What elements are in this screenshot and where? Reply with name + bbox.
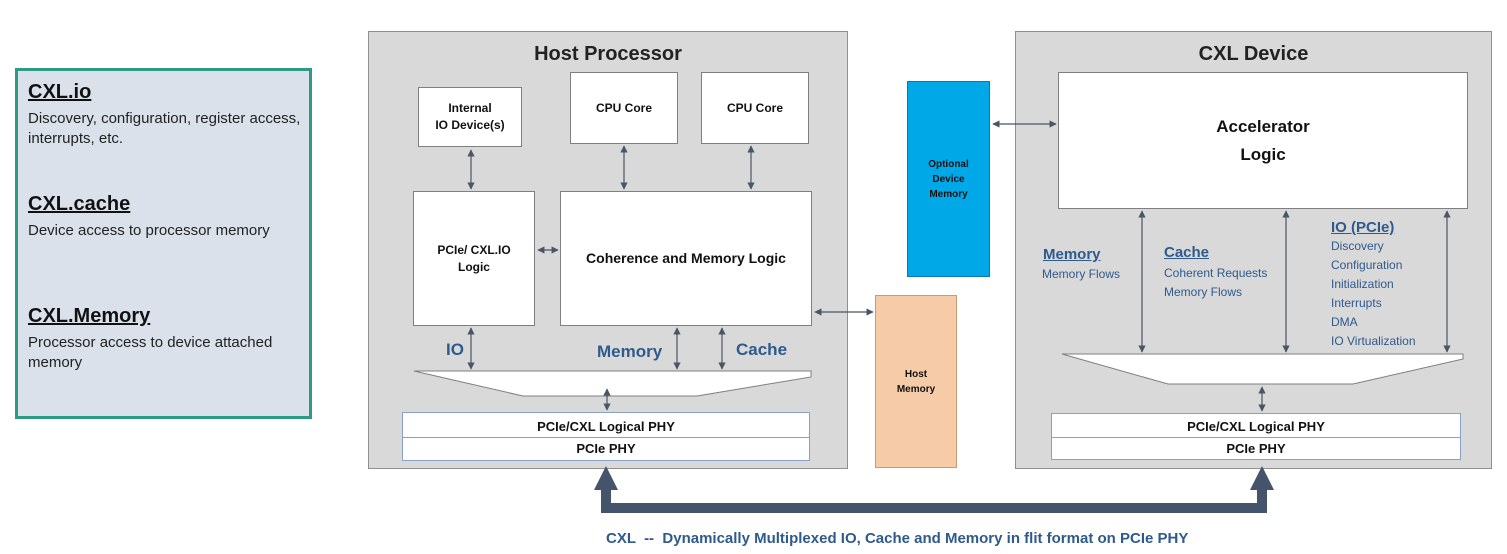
- cpu-core-box-2: CPU Core: [701, 72, 809, 144]
- io-sub-interrupts: Interrupts: [1331, 296, 1382, 310]
- device-phy-divider: [1052, 437, 1460, 438]
- host-cache-label: Cache: [736, 340, 788, 359]
- device-memory-sub: Memory Flows: [1042, 267, 1121, 281]
- internal-io-device-box: Internal IO Device(s): [418, 87, 522, 147]
- host-processor-title: Host Processor: [534, 43, 682, 65]
- cxl-device-title: CXL Device: [1198, 43, 1309, 65]
- optional-memory-line-1: Optional: [928, 158, 969, 170]
- legend-memory-title: CXL.Memory: [28, 305, 151, 327]
- device-phy-box: PCIe/CXL Logical PHY PCIe PHY: [1051, 413, 1461, 460]
- pcie-logic-line-1: PCIe/ CXL.IO: [437, 242, 511, 257]
- io-sub-dma: DMA: [1331, 315, 1358, 329]
- optional-memory-line-3: Memory: [929, 188, 968, 200]
- legend-cache-title: CXL.cache: [28, 193, 131, 215]
- legend-box: CXL.io Discovery, configuration, registe…: [15, 68, 312, 419]
- cxl-link-caption: CXL -- Dynamically Multiplexed IO, Cache…: [606, 530, 1189, 547]
- device-pcie-phy-label: PCIe PHY: [1226, 441, 1286, 456]
- device-logical-phy-label: PCIe/CXL Logical PHY: [1187, 419, 1325, 434]
- pcie-logic-line-2: Logic: [457, 259, 490, 274]
- cache-sub-line-1: Coherent Requests: [1164, 266, 1268, 280]
- internal-io-line-2: IO Device(s): [435, 118, 505, 132]
- io-sub-initialization: Initialization: [1331, 277, 1394, 291]
- device-cache-heading: Cache: [1164, 244, 1210, 261]
- host-io-label: IO: [446, 340, 464, 359]
- legend-io-desc: Discovery, configuration, register acces…: [28, 110, 301, 147]
- coherence-label: Coherence and Memory Logic: [586, 250, 786, 266]
- host-memory-label: Memory: [597, 342, 663, 361]
- cxl-link-arrow: [594, 466, 1274, 513]
- host-mux-shape: [413, 370, 812, 397]
- io-sub-discovery: Discovery: [1331, 239, 1384, 253]
- cpu-core-1-label: CPU Core: [595, 100, 652, 115]
- device-io-sub-list: Discovery Configuration Initialization I…: [1331, 237, 1416, 351]
- cpu-core-2-label: CPU Core: [726, 100, 783, 115]
- legend-memory-desc: Processor access to device attached memo…: [28, 334, 273, 371]
- legend-io-title: CXL.io: [28, 81, 92, 103]
- host-phy-divider: [403, 437, 809, 438]
- accelerator-line-2: Logic: [1240, 144, 1286, 164]
- device-mux-shape: [1061, 353, 1464, 385]
- cache-sub-line-2: Memory Flows: [1164, 285, 1243, 299]
- legend-cache-desc: Device access to processor memory: [28, 222, 270, 239]
- cpu-core-box-1: CPU Core: [570, 72, 678, 144]
- internal-io-line-1: Internal: [448, 101, 492, 115]
- device-memory-heading: Memory: [1043, 246, 1101, 263]
- host-phy-box: PCIe/CXL Logical PHY PCIe PHY: [402, 412, 810, 461]
- optional-memory-line-2: Device: [932, 173, 965, 185]
- host-pcie-phy-label: PCIe PHY: [576, 441, 636, 456]
- host-memory-line-1: Host: [904, 368, 928, 380]
- coherence-memory-logic-box: Coherence and Memory Logic: [560, 191, 812, 326]
- accelerator-line-1: Accelerator: [1216, 116, 1310, 136]
- host-memory-line-2: Memory: [896, 383, 936, 395]
- io-sub-configuration: Configuration: [1331, 258, 1403, 272]
- device-io-heading: IO (PCIe): [1331, 219, 1395, 236]
- io-sub-io-virtualization: IO Virtualization: [1331, 334, 1416, 348]
- pcie-cxl-io-logic-box: PCIe/ CXL.IO Logic: [413, 191, 535, 326]
- host-logical-phy-label: PCIe/CXL Logical PHY: [537, 419, 675, 434]
